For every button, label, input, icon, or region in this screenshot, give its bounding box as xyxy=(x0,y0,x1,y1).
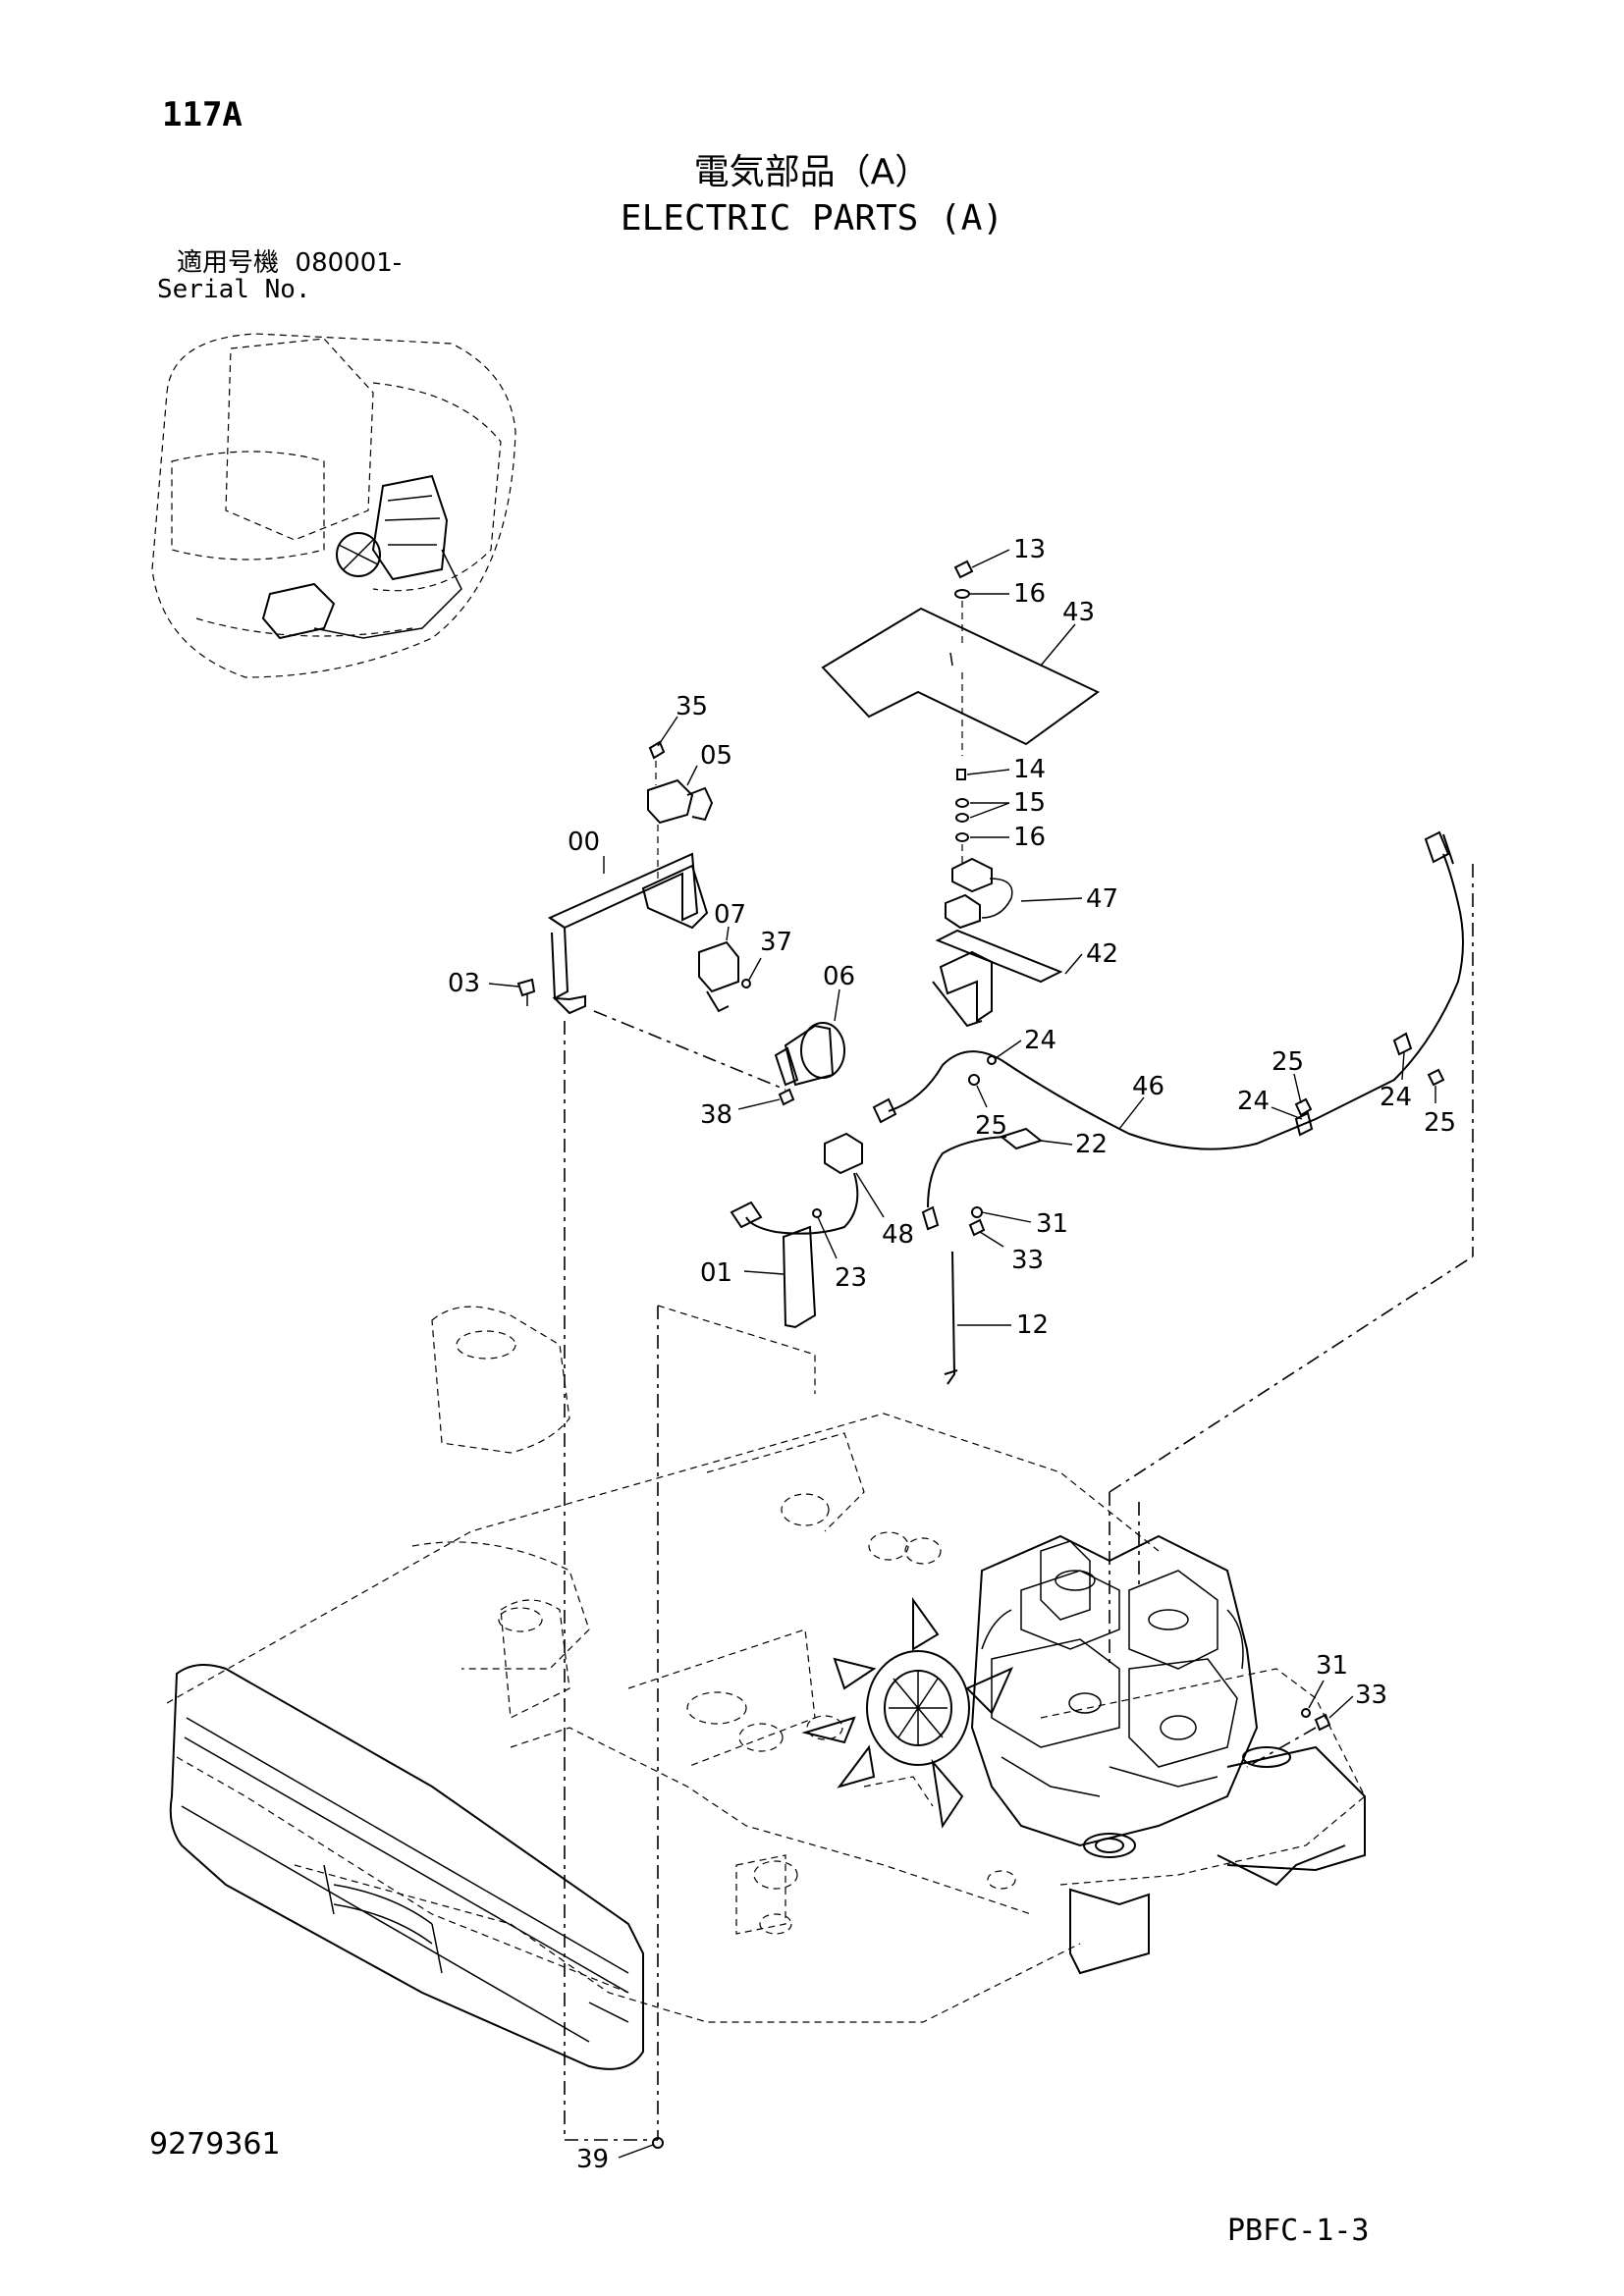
callout-33-lower: 33 xyxy=(1355,1681,1387,1710)
nut-15a xyxy=(955,798,969,808)
component-06 xyxy=(774,1022,845,1087)
callout-25-right: 25 xyxy=(1424,1108,1456,1138)
callout-42: 42 xyxy=(1086,939,1118,969)
callout-33-upper: 33 xyxy=(1011,1246,1044,1275)
callout-05: 05 xyxy=(700,741,732,771)
inset-engine xyxy=(313,474,462,639)
callout-13: 13 xyxy=(1013,535,1046,564)
callout-24-mid: 24 xyxy=(1237,1087,1270,1116)
bolt-03 xyxy=(516,978,536,997)
serial-label-japanese: 適用号機 xyxy=(177,248,280,278)
callout-31-upper: 31 xyxy=(1036,1209,1068,1239)
harness-47 xyxy=(945,857,1013,930)
nut-31-lower xyxy=(1301,1708,1311,1718)
callout-07: 07 xyxy=(714,900,746,930)
screw-38 xyxy=(778,1088,795,1106)
nut-25-left xyxy=(968,1074,980,1086)
bracket-42 xyxy=(932,929,1063,1028)
clip-24-left xyxy=(987,1055,997,1065)
callout-31-lower: 31 xyxy=(1316,1651,1348,1681)
cover-43 xyxy=(821,607,1100,746)
page-title-japanese: 電気部品（A） xyxy=(693,152,931,192)
drawing-number: 9279361 xyxy=(149,2127,281,2162)
harness-23 xyxy=(730,1132,863,1235)
callouts: 13 16 43 35 05 14 15 16 00 07 37 47 06 4… xyxy=(448,535,1456,2174)
callout-01: 01 xyxy=(700,1258,732,1288)
washer-16-upper xyxy=(954,589,970,599)
callout-39: 39 xyxy=(576,2145,609,2174)
callout-22: 22 xyxy=(1075,1130,1108,1159)
inset-battery-box xyxy=(261,582,336,640)
lower-frame-right xyxy=(1040,1668,1366,1975)
callout-25-left: 25 xyxy=(975,1111,1007,1141)
catalog-code: PBFC-1-3 xyxy=(1227,2214,1370,2248)
callout-37: 37 xyxy=(760,928,792,957)
screw-35 xyxy=(648,740,666,760)
page-number: 117A xyxy=(162,95,243,134)
nut-25-mid xyxy=(1294,1097,1313,1117)
callout-12: 12 xyxy=(1016,1310,1049,1340)
callout-16-upper: 16 xyxy=(1013,579,1046,609)
callout-16-lower: 16 xyxy=(1013,823,1046,852)
washer-33-lower xyxy=(1314,1713,1331,1732)
harness-46 xyxy=(872,830,1464,1150)
callout-24-left: 24 xyxy=(1024,1026,1056,1055)
serial-label-english: Serial No. xyxy=(157,275,311,304)
callout-00: 00 xyxy=(568,828,600,857)
nut-25-right xyxy=(1427,1068,1445,1087)
callout-43: 43 xyxy=(1062,598,1095,627)
bolt-13 xyxy=(953,560,974,579)
cable-12 xyxy=(947,1251,956,1385)
machine-overview-inset xyxy=(151,333,516,678)
bolt-39 xyxy=(652,2137,664,2149)
callout-46: 46 xyxy=(1132,1072,1164,1101)
screw-37 xyxy=(741,979,751,988)
engine xyxy=(970,1534,1259,1847)
spacer-14 xyxy=(956,769,966,780)
callout-35: 35 xyxy=(676,692,708,721)
nut-15b xyxy=(955,813,969,823)
washer-33-upper xyxy=(968,1218,986,1237)
clip-24-right xyxy=(1392,1032,1413,1056)
cooling-fan xyxy=(801,1596,1013,1829)
counterweight xyxy=(169,1664,644,2070)
callout-25-mid: 25 xyxy=(1272,1047,1304,1077)
callout-14: 14 xyxy=(1013,755,1046,784)
callout-03: 03 xyxy=(448,969,480,998)
nut-31-upper xyxy=(971,1206,983,1218)
cover-01 xyxy=(782,1225,817,1329)
serial-number: 080001- xyxy=(295,248,403,278)
callout-06: 06 xyxy=(823,962,855,991)
callout-47: 47 xyxy=(1086,884,1118,914)
upper-frame xyxy=(166,1306,1160,2023)
callout-38: 38 xyxy=(700,1100,732,1130)
callout-23: 23 xyxy=(835,1263,867,1293)
relay-05 xyxy=(647,778,714,825)
washer-16-lower xyxy=(955,832,969,842)
bracket-00 xyxy=(547,852,709,1015)
callout-15: 15 xyxy=(1013,788,1046,818)
callout-24-right: 24 xyxy=(1380,1083,1412,1112)
page-title-english: ELECTRIC PARTS (A) xyxy=(620,198,1004,239)
relay-07 xyxy=(698,940,739,1013)
callout-48: 48 xyxy=(882,1220,914,1250)
serial-applicability: 適用号機 080001- xyxy=(177,250,402,276)
